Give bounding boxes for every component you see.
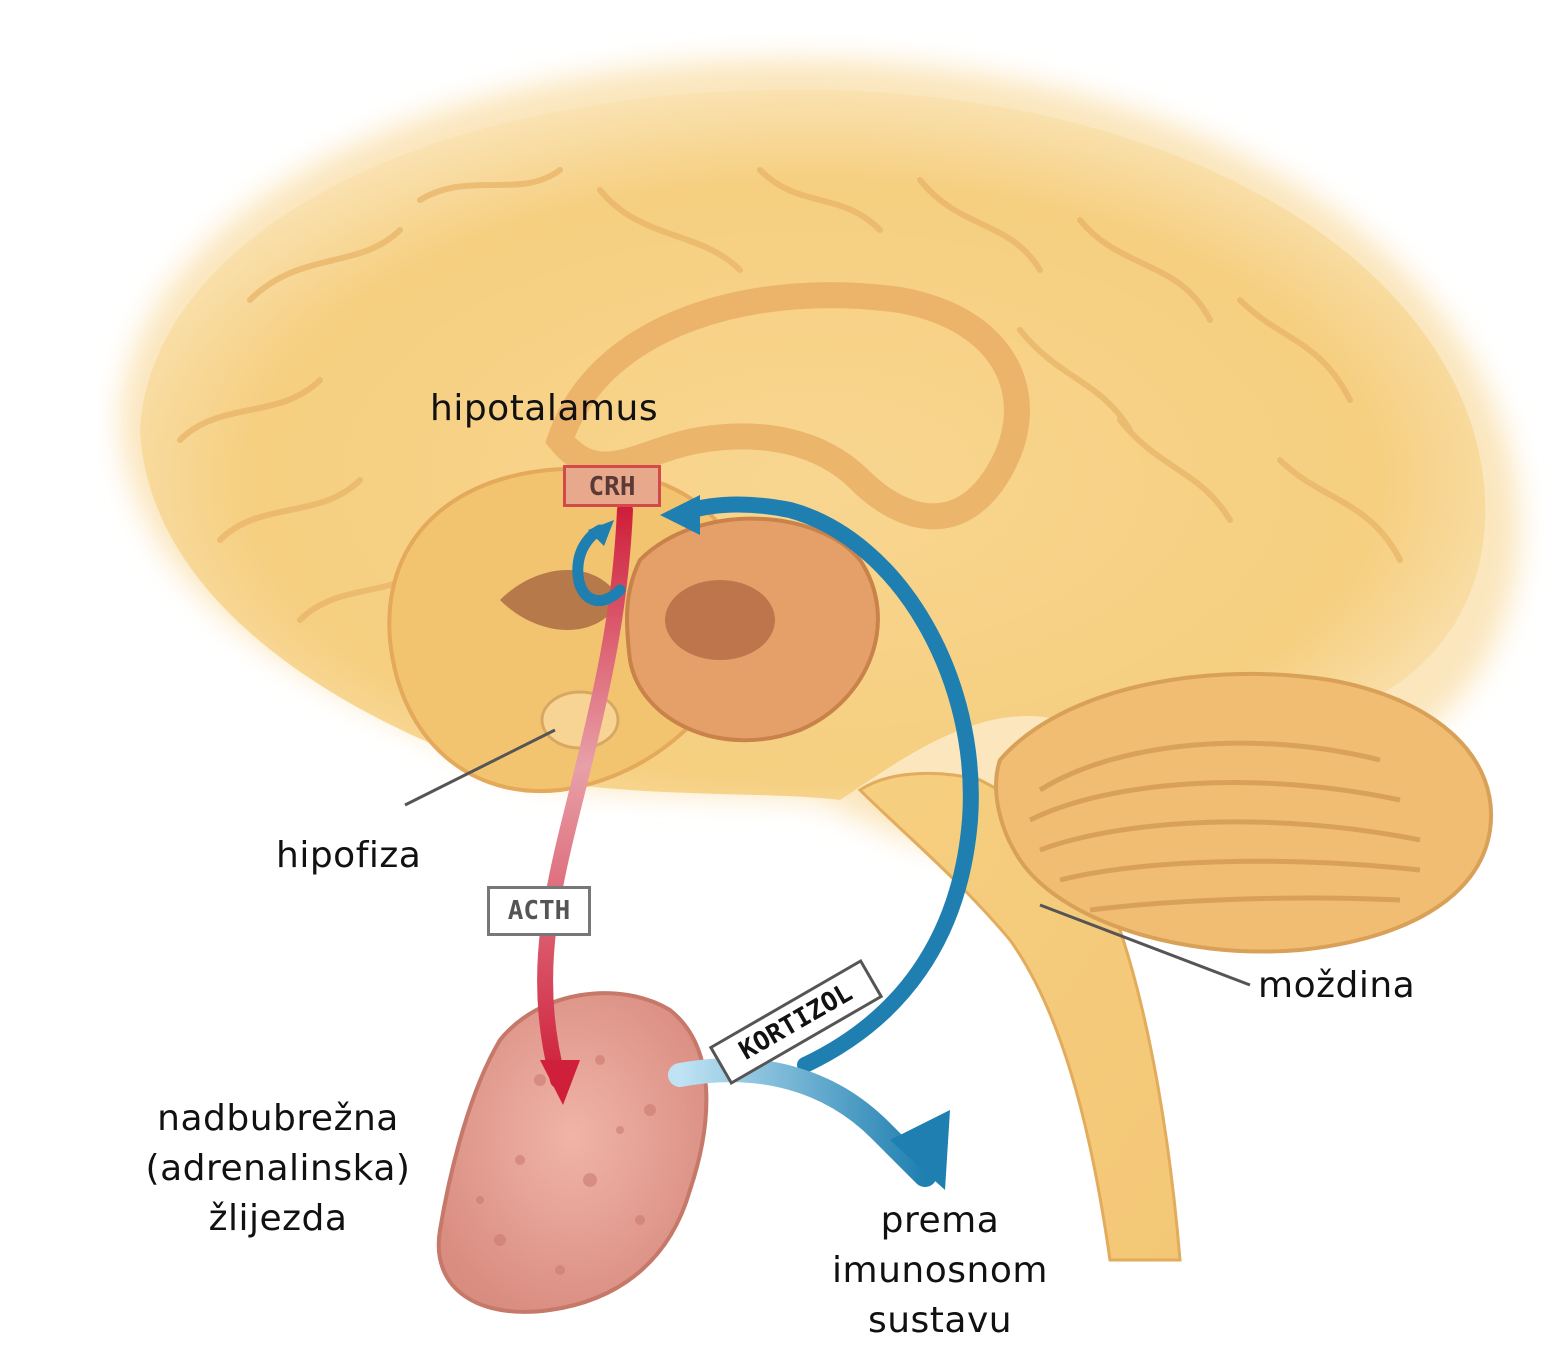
brainstem-label: moždina <box>1258 965 1415 1006</box>
crh-box: CRH <box>563 465 661 507</box>
acth-box: ACTH <box>487 886 591 936</box>
immune-label-line-2: imunosnom <box>810 1246 1070 1296</box>
immune-system-label: prema imunosnom sustavu <box>810 1196 1070 1346</box>
hypothalamus-label: hipotalamus <box>430 388 658 429</box>
immune-label-line-1: prema <box>810 1196 1070 1246</box>
pituitary-label: hipofiza <box>276 835 421 876</box>
adrenal-gland-label: nadbubrežna (adrenalinska) žlijezda <box>128 1094 428 1244</box>
immune-label-line-3: sustavu <box>810 1296 1070 1346</box>
adrenal-label-line-2: (adrenalinska) <box>128 1144 428 1194</box>
midbrain-hole <box>665 580 775 660</box>
adrenal-label-line-3: žlijezda <box>128 1194 428 1244</box>
adrenal-gland <box>439 993 707 1312</box>
adrenal-label-line-1: nadbubrežna <box>128 1094 428 1144</box>
blue-immune-arrow <box>680 1070 925 1175</box>
